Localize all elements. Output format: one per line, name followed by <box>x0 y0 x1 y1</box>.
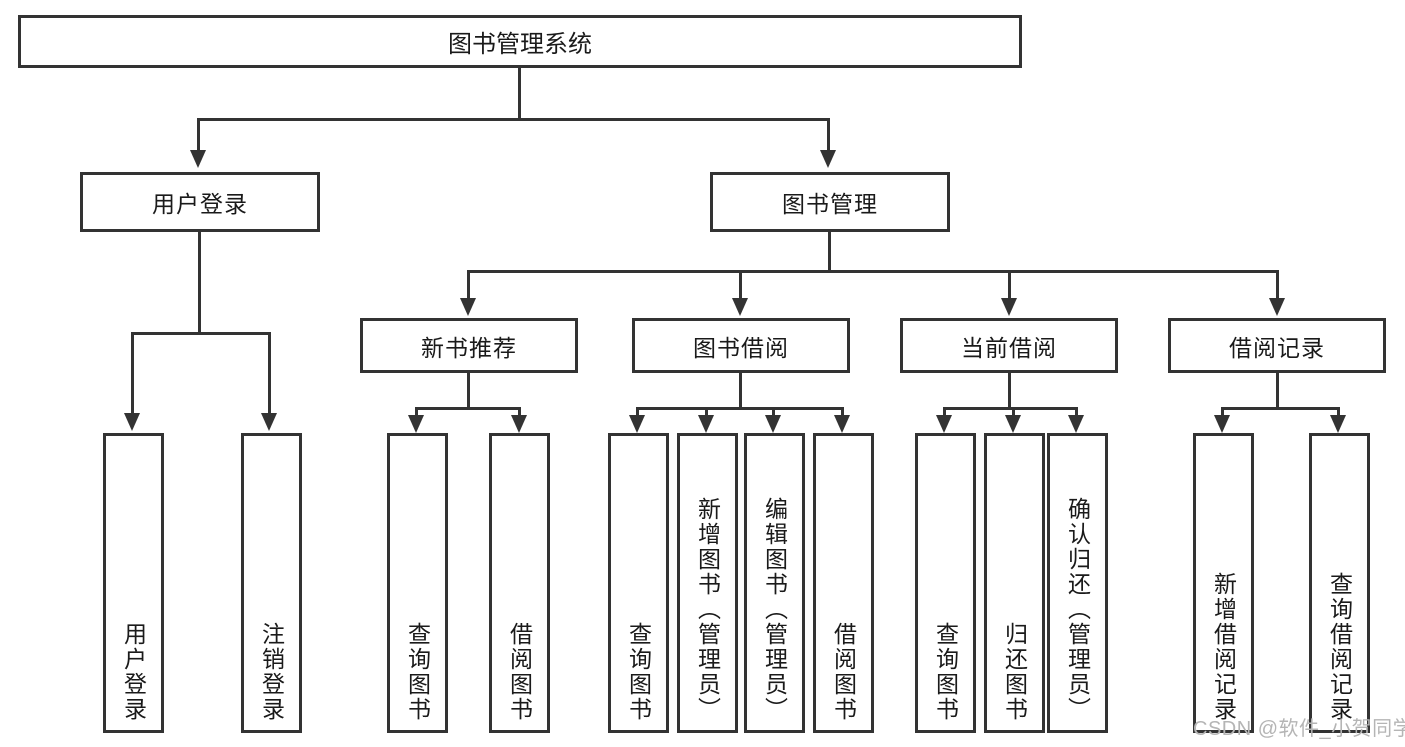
leaf-book-borrow-query[interactable]: 查询图书 <box>608 433 669 733</box>
edge-book-borrow-stem <box>739 373 742 409</box>
arrow-to-book-manage <box>820 150 836 168</box>
node-new-book-recommend[interactable]: 新书推荐 <box>360 318 578 373</box>
leaf-label: 查询图书 <box>404 622 431 722</box>
node-label: 用户登录 <box>152 191 248 217</box>
leaf-label: 用户登录 <box>120 622 147 722</box>
arrow-new-book-leaf1 <box>408 415 424 433</box>
watermark-text: CSDN @软件_小贺同学 <box>1193 718 1405 740</box>
leaf-label: 编辑图书（管理员） <box>761 497 788 722</box>
leaf-record-query[interactable]: 查询借阅记录 <box>1309 433 1370 733</box>
edge-user-login-leaf1 <box>131 332 134 415</box>
edge-book-borrow-leaf2 <box>705 407 708 419</box>
arrow-book-borrow-leaf3 <box>765 415 781 433</box>
leaf-user-logout[interactable]: 注销登录 <box>241 433 302 733</box>
edge-new-book-bar <box>415 407 521 410</box>
arrow-current-borrow-leaf1 <box>936 415 952 433</box>
leaf-label: 查询图书 <box>932 622 959 722</box>
arrow-to-current-borrow <box>1001 298 1017 316</box>
leaf-label: 查询借阅记录 <box>1326 572 1353 722</box>
edge-new-book-leaf2 <box>518 407 521 419</box>
leaf-book-edit-admin[interactable]: 编辑图书（管理员） <box>744 433 805 733</box>
edge-to-user-login <box>197 118 200 152</box>
edge-book-borrow-leaf1 <box>636 407 639 419</box>
edge-current-borrow-leaf2 <box>1012 407 1015 419</box>
arrow-to-book-borrow <box>732 298 748 316</box>
edge-user-login-bar <box>131 332 270 335</box>
leaf-new-book-borrow[interactable]: 借阅图书 <box>489 433 550 733</box>
node-label: 新书推荐 <box>421 334 517 361</box>
leaf-label: 借阅图书 <box>506 622 533 722</box>
leaf-label: 借阅图书 <box>830 622 857 722</box>
leaf-record-add[interactable]: 新增借阅记录 <box>1193 433 1254 733</box>
leaf-current-confirm-admin[interactable]: 确认归还（管理员） <box>1047 433 1108 733</box>
edge-borrow-record-bar <box>1221 407 1340 410</box>
leaf-label: 归还图书 <box>1001 622 1028 722</box>
arrow-new-book-leaf2 <box>511 415 527 433</box>
edge-new-book-stem <box>467 373 470 409</box>
node-label: 图书管理系统 <box>448 31 592 58</box>
arrow-borrow-record-leaf1 <box>1214 415 1230 433</box>
arrow-book-borrow-leaf2 <box>698 415 714 433</box>
arrow-to-user-login <box>190 150 206 168</box>
edge-current-borrow-leaf3 <box>1075 407 1078 419</box>
arrow-user-login-leaf2 <box>261 413 277 431</box>
edge-borrow-record-stem <box>1276 373 1279 409</box>
edge-to-new-book <box>467 270 470 300</box>
edge-book-borrow-leaf3 <box>772 407 775 419</box>
node-book-borrow[interactable]: 图书借阅 <box>632 318 850 373</box>
edge-user-login-leaf2 <box>268 332 271 415</box>
arrow-book-borrow-leaf4 <box>834 415 850 433</box>
node-label: 图书管理 <box>782 191 878 217</box>
edge-book-manage-stem <box>828 232 831 272</box>
arrow-to-new-book <box>460 298 476 316</box>
arrow-book-borrow-leaf1 <box>629 415 645 433</box>
arrow-current-borrow-leaf3 <box>1068 415 1084 433</box>
edge-root-stem <box>518 68 521 121</box>
edge-to-book-borrow <box>739 270 742 300</box>
edge-level1-bar <box>197 118 830 121</box>
edge-book-borrow-bar <box>636 407 844 410</box>
edge-level2-bar <box>467 270 1279 273</box>
arrow-to-borrow-record <box>1269 298 1285 316</box>
edge-current-borrow-leaf1 <box>943 407 946 419</box>
leaf-new-book-query[interactable]: 查询图书 <box>387 433 448 733</box>
edge-to-book-manage <box>827 118 830 152</box>
leaf-label: 新增图书（管理员） <box>694 497 721 722</box>
leaf-label: 注销登录 <box>258 622 285 722</box>
node-root-system[interactable]: 图书管理系统 <box>18 15 1022 68</box>
node-current-borrow[interactable]: 当前借阅 <box>900 318 1118 373</box>
leaf-current-return[interactable]: 归还图书 <box>984 433 1045 733</box>
leaf-user-login-1[interactable]: 用户登录 <box>103 433 164 733</box>
edge-current-borrow-stem <box>1008 373 1011 409</box>
node-label: 借阅记录 <box>1229 334 1325 361</box>
arrow-user-login-leaf1 <box>124 413 140 431</box>
arrow-borrow-record-leaf2 <box>1330 415 1346 433</box>
node-label: 图书借阅 <box>693 334 789 361</box>
node-label: 当前借阅 <box>961 334 1057 361</box>
leaf-label: 确认归还（管理员） <box>1064 497 1091 722</box>
arrow-current-borrow-leaf2 <box>1005 415 1021 433</box>
edge-user-login-stem <box>198 232 201 334</box>
edge-current-borrow-bar <box>943 407 1078 410</box>
edge-borrow-record-leaf2 <box>1337 407 1340 419</box>
leaf-label: 查询图书 <box>625 622 652 722</box>
node-user-login[interactable]: 用户登录 <box>80 172 320 232</box>
leaf-book-add-admin[interactable]: 新增图书（管理员） <box>677 433 738 733</box>
leaf-current-query[interactable]: 查询图书 <box>915 433 976 733</box>
edge-to-current-borrow <box>1008 270 1011 300</box>
edge-to-borrow-record <box>1276 270 1279 300</box>
node-borrow-record[interactable]: 借阅记录 <box>1168 318 1386 373</box>
edge-new-book-leaf1 <box>415 407 418 419</box>
edge-borrow-record-leaf1 <box>1221 407 1224 419</box>
edge-book-borrow-leaf4 <box>841 407 844 419</box>
leaf-label: 新增借阅记录 <box>1210 572 1237 722</box>
node-book-management[interactable]: 图书管理 <box>710 172 950 232</box>
leaf-book-borrow-action[interactable]: 借阅图书 <box>813 433 874 733</box>
